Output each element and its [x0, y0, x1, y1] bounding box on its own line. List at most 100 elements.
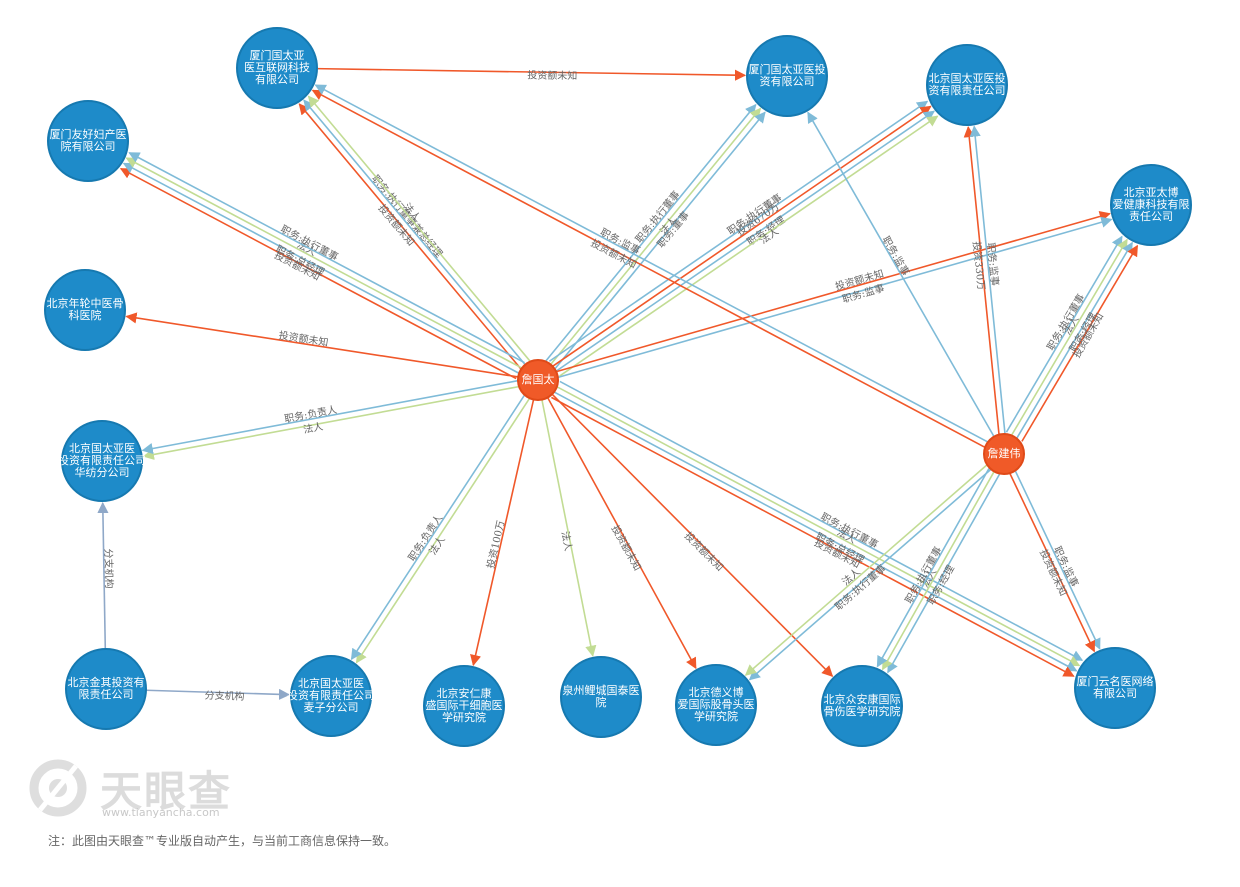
edge-position [559, 380, 1084, 661]
edge-label: 分支机构 [204, 689, 244, 703]
edge-label: 法人 [302, 420, 324, 436]
node-label: 北京国太亚医 [69, 441, 135, 455]
edge-legal [355, 397, 531, 664]
node-label: 投资有限责任公司 [58, 453, 146, 467]
edge-position [969, 125, 1006, 434]
edge-legal [550, 107, 762, 366]
node-circle[interactable] [61, 420, 143, 502]
edge-invest [1009, 473, 1096, 653]
node-label: 盛国际干细胞医 [426, 698, 503, 712]
edge-legal [307, 95, 531, 362]
edge-label: 投资额未知 [609, 523, 644, 573]
nodes-layer: 厦门国太亚医互联网科技有限公司厦门国太亚医投资有限公司北京国太亚医投资有限责任公… [44, 27, 1192, 747]
edge-legal [125, 157, 523, 369]
node-circle[interactable] [517, 359, 559, 401]
edge-position [807, 111, 995, 438]
edge-invest [551, 396, 1075, 677]
edge-legal [559, 115, 939, 377]
edge-label: 职务:监事 [984, 242, 1001, 286]
node-circle[interactable] [926, 44, 1008, 126]
edge-legal [556, 386, 1081, 667]
node-circle[interactable] [675, 664, 757, 746]
node-label: 责任公司 [1129, 210, 1173, 223]
edge-position [122, 162, 520, 374]
edge-position [876, 468, 990, 668]
edge-invest [552, 105, 932, 367]
node-circle[interactable] [560, 656, 642, 738]
footnote: 注：此图由天眼查™专业版自动产生，与当前工商信息保持一致。 [48, 834, 397, 848]
edge-invest [470, 399, 535, 667]
node-circle[interactable] [983, 433, 1025, 475]
node-label: 北京年轮中医骨 [47, 296, 124, 310]
node-label: 学研究院 [442, 710, 486, 724]
node-circle[interactable] [746, 35, 828, 117]
person-node[interactable]: 詹国太 [517, 359, 559, 401]
edge-legal [744, 464, 988, 676]
node-circle[interactable] [821, 665, 903, 747]
node-circle[interactable] [290, 655, 372, 737]
edge-position [1016, 241, 1133, 439]
node-label: 北京安仁康 [437, 686, 492, 700]
node-label: 资有限责任公司 [929, 83, 1006, 97]
edge-position [557, 216, 1113, 379]
person-node[interactable]: 詹建伟 [983, 433, 1025, 475]
tianyancha-logo-icon [29, 759, 87, 817]
edge-position [887, 473, 1001, 674]
edge-branch [145, 688, 291, 700]
edge-position [1005, 235, 1123, 433]
node-label: 学研究院 [694, 709, 738, 723]
node-circle[interactable] [1110, 164, 1192, 246]
logo-url: www.tianyancha.com [102, 806, 220, 819]
node-label: 有限公司 [255, 72, 299, 86]
edge-position [548, 100, 929, 362]
edge-legal [541, 399, 597, 657]
node-label: 泉州鲤城国泰医 [563, 683, 640, 697]
edge-label: 分支机构 [102, 549, 116, 589]
node-label: 詹国太 [522, 372, 555, 386]
node-circle[interactable] [47, 100, 129, 182]
node-circle[interactable] [44, 269, 126, 351]
edge-position [555, 110, 936, 372]
node-circle[interactable] [65, 648, 147, 730]
edge-position [554, 111, 766, 369]
node-label: 北京金其投资有 [68, 675, 145, 689]
node-label: 北京众安康国际 [824, 692, 901, 706]
edge-position [314, 84, 989, 443]
logo-text: 天眼查 [100, 767, 233, 816]
node-label: 厦门国太亚医投 [749, 62, 826, 76]
node-circle[interactable] [423, 665, 505, 747]
edge-label: 职务:执行董事 [832, 562, 888, 613]
node-label: 医互联网科技 [244, 60, 310, 74]
node-label: 资有限公司 [760, 74, 815, 88]
edge-invest [556, 211, 1111, 373]
node-label: 科医院 [69, 308, 102, 322]
edge-invest [125, 312, 519, 378]
edge-invest [316, 67, 747, 81]
node-label: 院有限公司 [61, 139, 116, 153]
edge-position [141, 379, 518, 455]
edge-legal [142, 385, 520, 460]
edge-invest [963, 125, 1000, 435]
node-label: 爱国际股骨头医 [678, 698, 755, 711]
node-circle[interactable] [1074, 647, 1156, 729]
node-label: 院 [596, 695, 607, 709]
node-label: 詹建伟 [988, 446, 1021, 460]
edge-label: 投资额未知 [682, 529, 726, 574]
edge-label: 职务:监事 [880, 234, 913, 278]
node-circle[interactable] [236, 27, 318, 109]
